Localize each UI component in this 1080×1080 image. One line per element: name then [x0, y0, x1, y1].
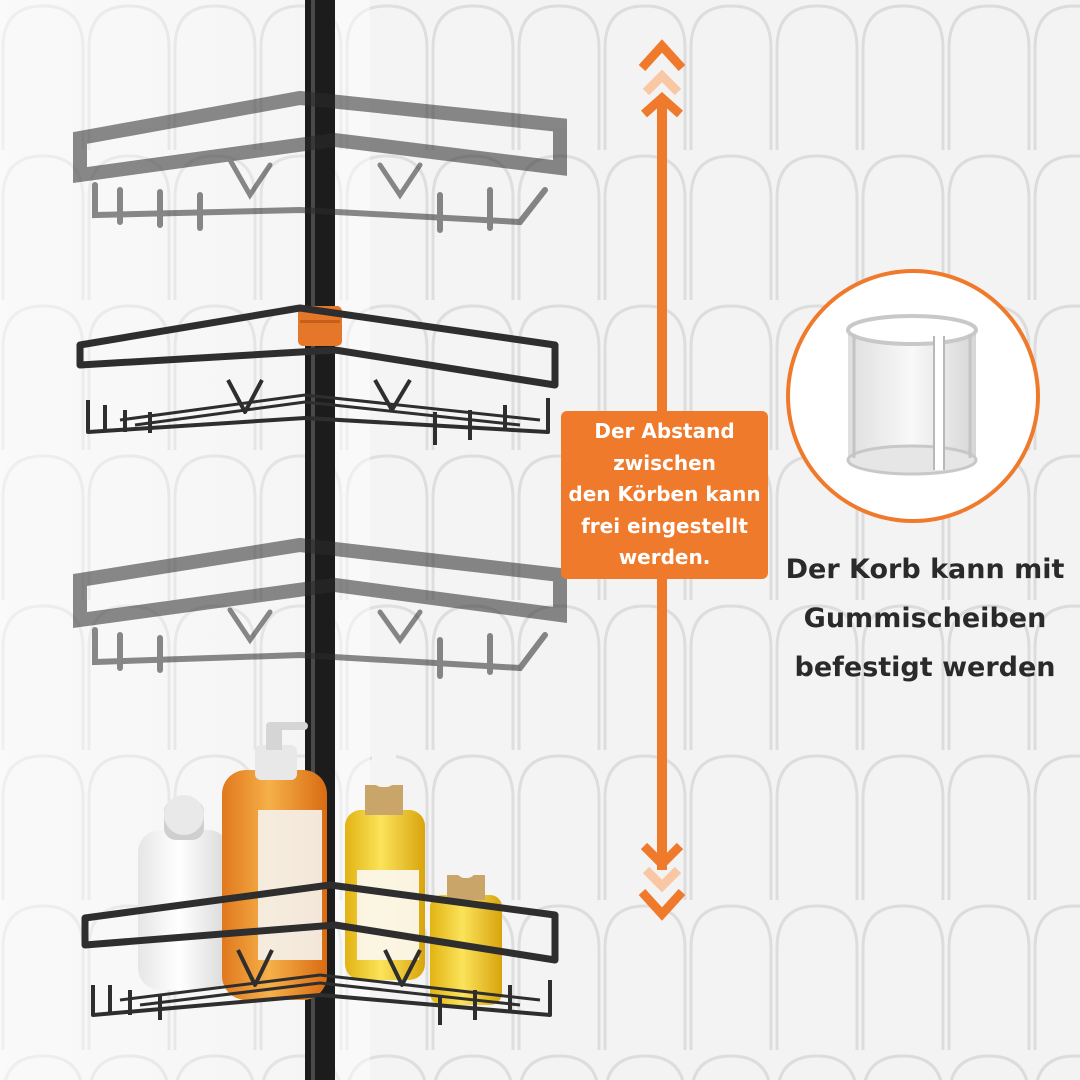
- washer-caption: Der Korb kann mit Gummischeiben befestig…: [785, 554, 1065, 683]
- bottles: [138, 722, 502, 1005]
- shelf-blurred-top: [73, 90, 567, 233]
- callout-box-bg: [561, 411, 768, 579]
- shelf-middle: [76, 304, 559, 445]
- rubber-sleeve-icon: [846, 314, 978, 476]
- distance-callout: Der Abstand zwischen den Körben kann fre…: [561, 411, 768, 579]
- shelf-bottom: [81, 881, 559, 1025]
- shelf-blurred-lower: [73, 537, 567, 679]
- callout-text: Der Abstand zwischen den Körben kann fre…: [568, 419, 761, 570]
